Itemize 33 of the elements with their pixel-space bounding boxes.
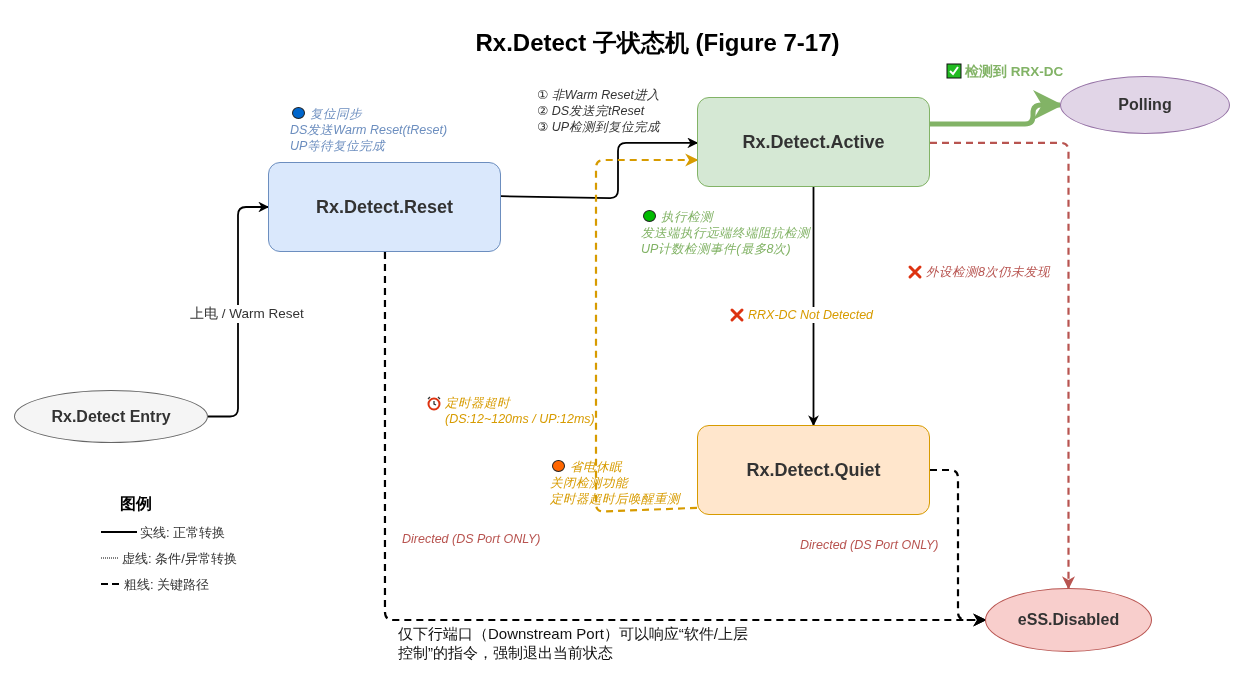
state-box: Rx.Detect.Active [697,97,930,187]
arrow [383,252,987,627]
legend-title: 图例 [120,494,152,514]
edge-label: 上电 / Warm Reset [190,305,304,323]
state-ellipse: Polling [1060,76,1230,134]
state-box: Rx.Detect.Quiet [697,425,930,515]
legend-text: 实线: 正常转换 [140,524,226,542]
edge-label: RRX-DC Not Detected [748,307,874,323]
edge-label: Directed (DS Port ONLY) [402,531,541,547]
edge-label: Directed (DS Port ONLY) [800,537,939,553]
edge-label: 定时器超时 (DS:12~120ms / UP:12ms) [445,395,596,427]
arrow [594,153,699,513]
legend-text: 粗线: 关键路径 [124,576,210,594]
arrow [207,201,270,418]
arrow [930,141,1076,590]
annotation-text: DS发送Warm Reset(tReset) [290,122,448,138]
edge-label: 外设检测8次仍未发现 [926,264,1050,280]
annotation-text: UP计数检测事件(最多8次) [641,241,791,257]
state-box: Rx.Detect.Reset [268,162,501,252]
annotation-text: 执行检测 [661,209,713,225]
diagram-title: Rx.Detect 子状态机 (Figure 7-17) [474,28,841,58]
legend-text: 虚线: 条件/异常转换 [122,550,237,568]
annotation-text: 省电休眠 [570,459,622,475]
arrow [808,186,819,427]
note-text: 仅下行端口（Downstream Port）可以响应“软件/上层控制”的指令，强制退出当前状态 [398,624,750,662]
annotation-text: 复位同步 [310,106,362,122]
start-ellipse: Rx.Detect Entry [14,390,208,443]
edge-label: 检测到 RRX-DC [965,63,1064,81]
annotation-text: 发送端执行远端终端阻抗检测 [641,225,810,241]
annotation-text: UP等待复位完成 [290,138,386,154]
edge-label: ① 非Warm Reset进入 ② DS发送完tReset ③ UP检测到复位完成 [537,87,663,135]
state-ellipse: eSS.Disabled [985,588,1152,652]
arrow [500,137,699,199]
